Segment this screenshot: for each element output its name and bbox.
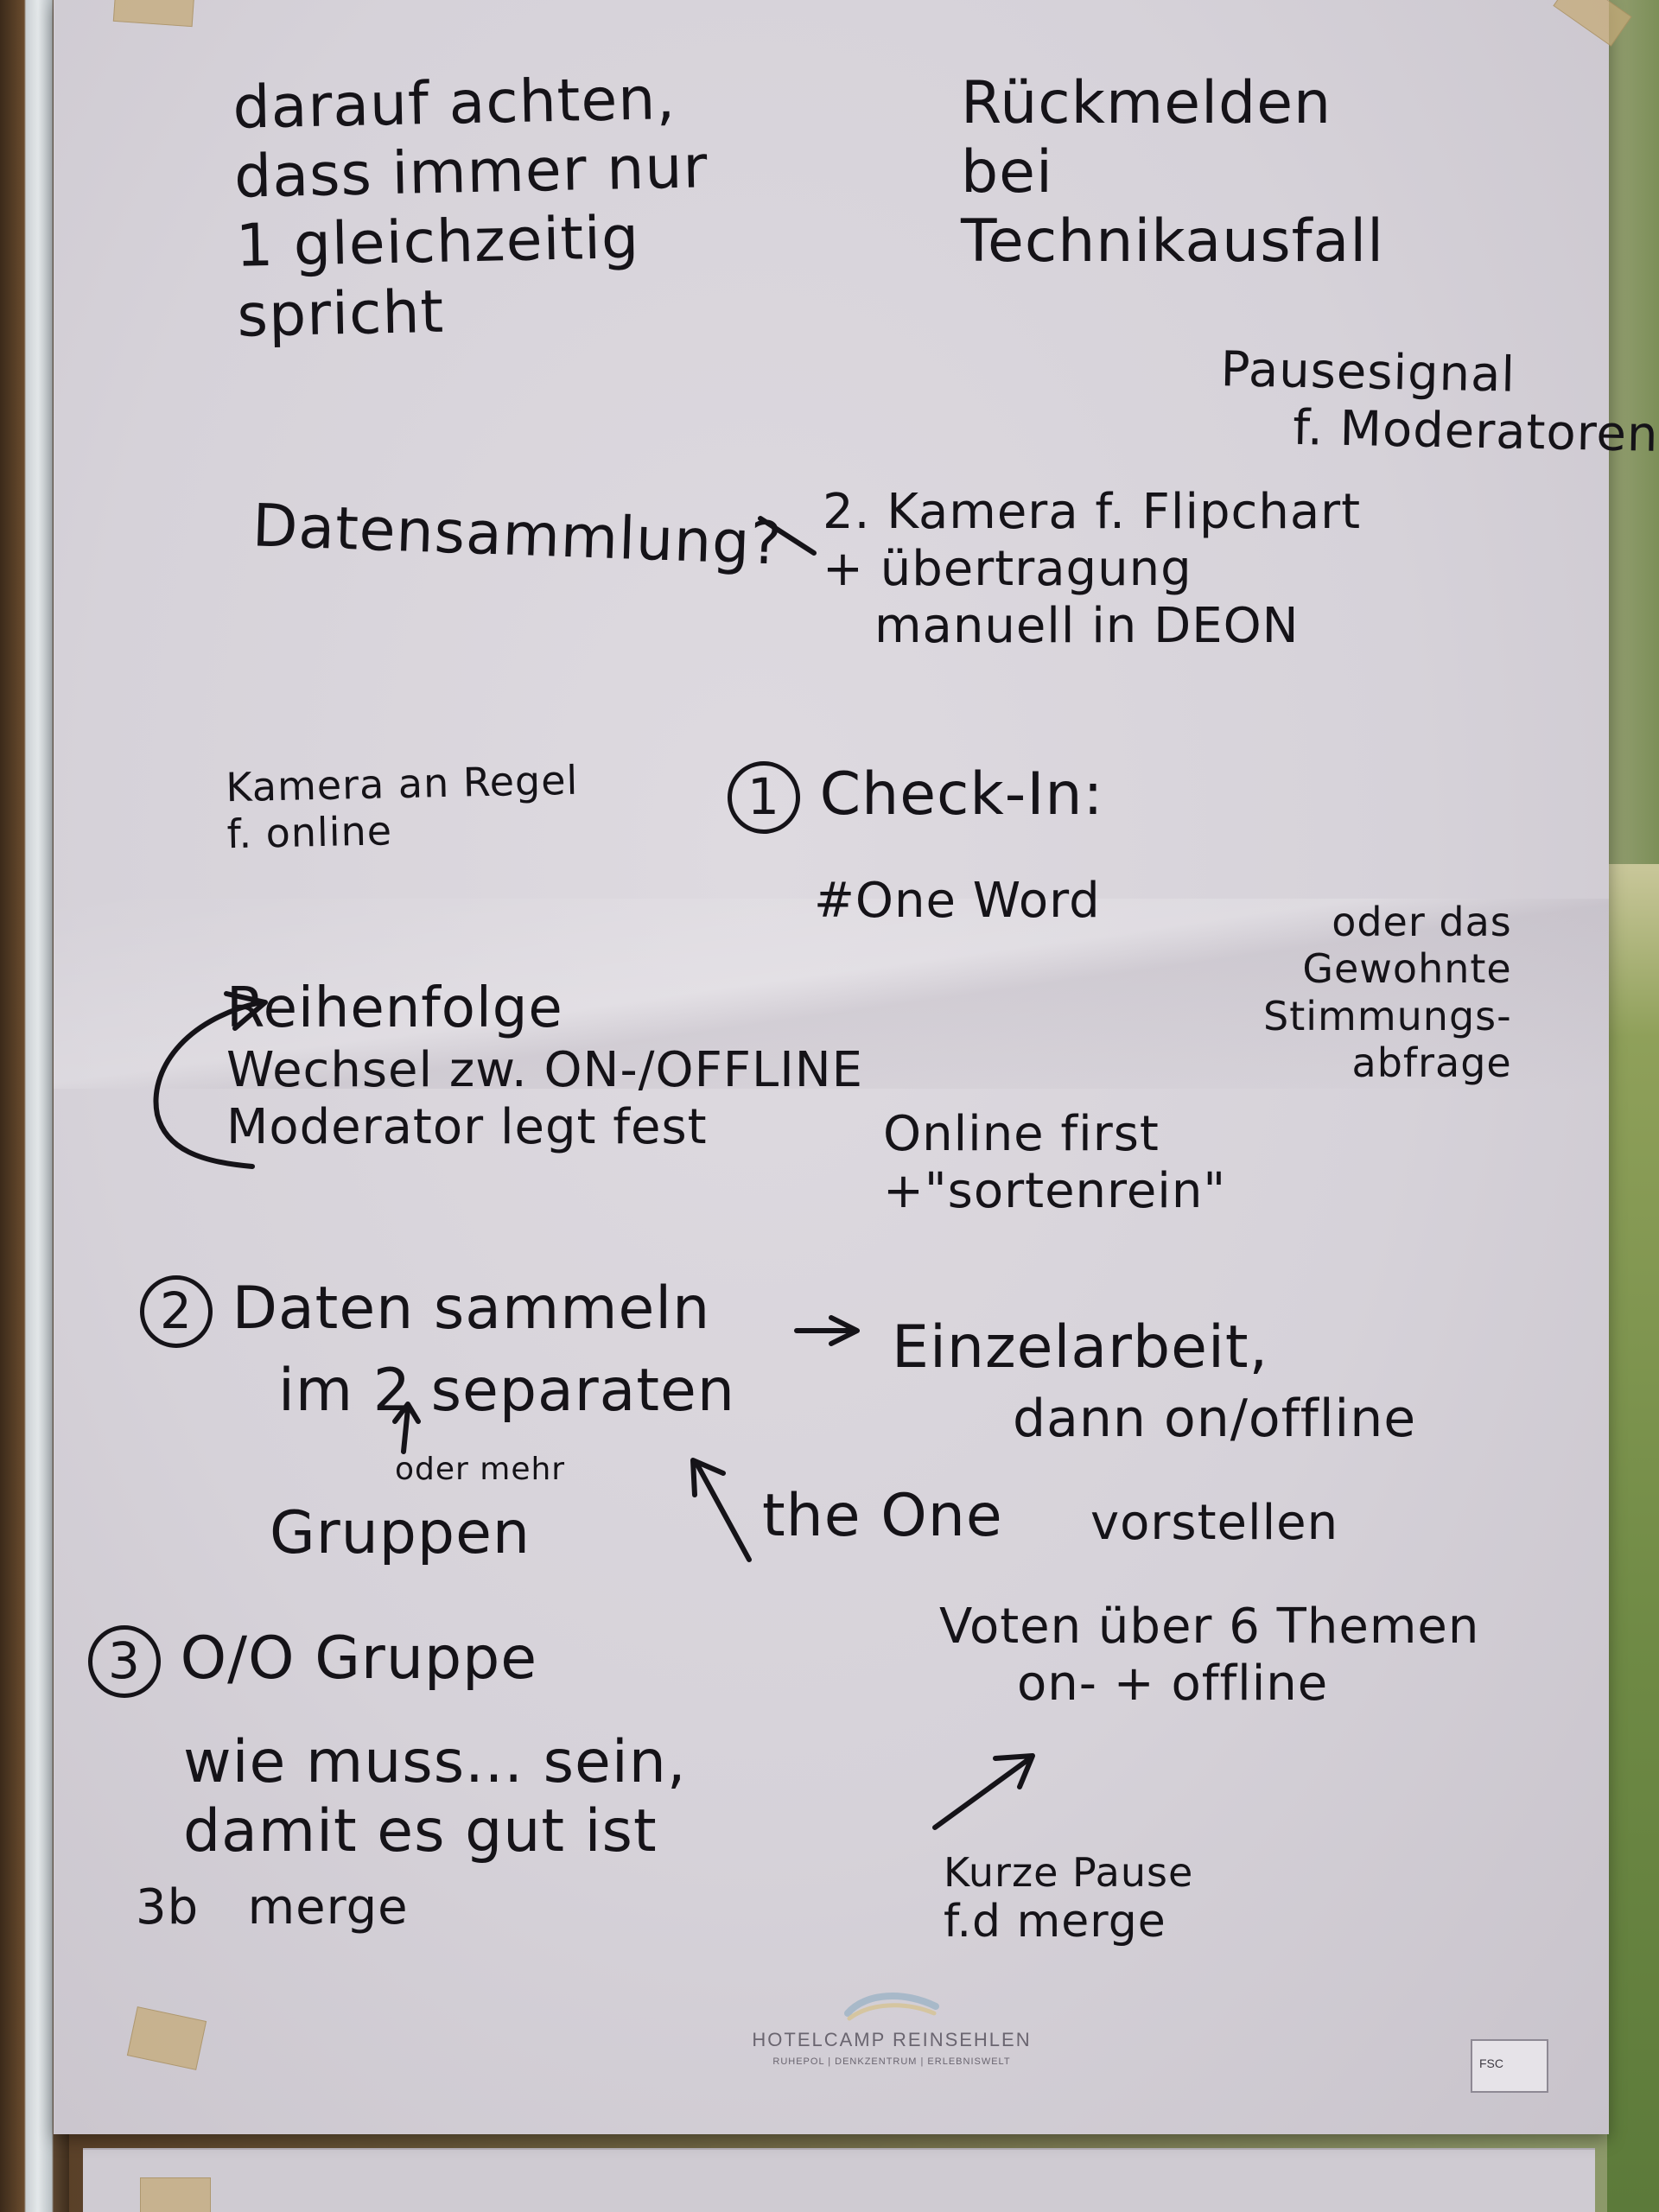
- note-line: + übertragung: [823, 541, 1192, 598]
- arrow-up-icon: [690, 1458, 752, 1562]
- note-line: Moderator legt fest: [226, 1098, 708, 1155]
- note-tech-failure: Rückmelden bei Technikausfall: [961, 69, 1384, 277]
- note-order: Reihenfolge Wechsel zw. ON-/OFFLINE Mode…: [226, 976, 863, 1156]
- note-line: damit es gut ist: [183, 1797, 658, 1866]
- note-line: Gewohnte: [1302, 945, 1512, 993]
- note-line: Kurze Pause: [944, 1849, 1194, 1896]
- note-line: f.d merge: [944, 1896, 1166, 1948]
- note-data-collection: Datensammlung?: [251, 492, 784, 580]
- note-line: +"sortenrein": [883, 1163, 1227, 1220]
- note-pause-signal: Pausesignal f. Moderatoren: [1219, 341, 1659, 464]
- note-line: #One Word: [814, 873, 1101, 929]
- note-camera-rule: Kamera an Regel f. online: [226, 757, 580, 858]
- next-flipchart-sheet: [83, 2148, 1595, 2212]
- note-line: Stimmungs-: [1263, 992, 1512, 1039]
- note-line: Reihenfolge: [226, 976, 563, 1040]
- note-short-break: Kurze Pause f.d merge: [944, 1849, 1193, 1949]
- fsc-text: FSC: [1479, 2056, 1503, 2070]
- note-individual-work: Einzelarbeit, dann on/offline: [892, 1313, 1416, 1452]
- note-oo-group: 3 O/O Gruppe: [88, 1624, 537, 1698]
- note-groups: Gruppen: [270, 1499, 531, 1568]
- note-line: Rückmelden: [961, 69, 1332, 137]
- note-how-must: wie muss... sein, damit es gut ist: [183, 1728, 686, 1866]
- note-line: dass immer nur: [233, 133, 709, 212]
- note-line: 2. Kamera f. Flipchart: [823, 484, 1362, 540]
- note-line: bei: [961, 138, 1053, 207]
- step-number-3: 3: [88, 1625, 161, 1698]
- note-second-camera: 2. Kamera f. Flipchart + übertragung man…: [823, 484, 1361, 655]
- note-line: f. Moderatoren: [1292, 399, 1659, 463]
- note-line: 3b merge: [136, 1879, 409, 1936]
- note-line: Daten sammeln: [232, 1274, 711, 1343]
- note-one-speaker: darauf achten, dass immer nur 1 gleichze…: [232, 64, 712, 351]
- hotel-logo: HOTELCAMP REINSEHLEN RUHEPOL | DENKZENTR…: [745, 1987, 1039, 2067]
- note-line: f. online: [226, 807, 393, 858]
- note-merge: 3b merge: [136, 1879, 409, 1936]
- note-the-one: the One: [762, 1482, 1003, 1551]
- note-line: im 2 separaten: [278, 1357, 735, 1425]
- note-one-word: #One Word: [814, 873, 1101, 930]
- check-in-title: Check-In:: [819, 760, 1104, 829]
- tape-top-right: [1553, 0, 1632, 47]
- note-line: Gruppen: [270, 1499, 531, 1567]
- note-separate-groups: im 2 separaten: [278, 1357, 735, 1426]
- flipchart-sheet: darauf achten, dass immer nur 1 gleichze…: [54, 0, 1659, 2212]
- logo-wave-icon: [844, 1993, 939, 2021]
- note-line: oder das: [1332, 899, 1512, 945]
- tape-bottom-left: [126, 2006, 207, 2070]
- note-line: Voten über 6 Themen: [939, 1599, 1480, 1655]
- note-line: O/O Gruppe: [180, 1624, 538, 1693]
- note-line: Wechsel zw. ON-/OFFLINE: [226, 1041, 863, 1098]
- note-line: dann on/offline: [1013, 1389, 1417, 1450]
- arrow-right-icon: [794, 1315, 860, 1346]
- note-line: on- + offline: [1017, 1656, 1329, 1713]
- note-line: Einzelarbeit,: [892, 1313, 1269, 1382]
- arrow-up-icon: [932, 1753, 1035, 1830]
- note-or-more: oder mehr: [395, 1452, 565, 1488]
- logo-tagline: RUHEPOL | DENKZENTRUM | ERLEBNISWELT: [772, 2056, 1011, 2067]
- note-line: 1 gleichzeitig: [235, 204, 640, 282]
- note-line: vorstellen: [1090, 1495, 1339, 1551]
- note-line: darauf achten,: [232, 65, 677, 143]
- note-present: vorstellen: [1090, 1495, 1338, 1552]
- note-line: abfrage: [1351, 1039, 1512, 1086]
- background-grass: [1607, 864, 1659, 2212]
- note-vote-topics: Voten über 6 Themen on- + offline: [939, 1599, 1479, 1713]
- step-number-2: 2: [140, 1275, 213, 1348]
- logo-name: HOTELCAMP REINSEHLEN: [752, 2029, 1032, 2050]
- note-check-in: 1 Check-In:: [728, 760, 1103, 834]
- step-number-1: 1: [728, 761, 800, 834]
- note-line: Pausesignal: [1220, 341, 1516, 404]
- note-collect-data: 2 Daten sammeln: [140, 1274, 710, 1348]
- note-line: Datensammlung?: [251, 492, 784, 579]
- note-check-in-alt: oder das Gewohnte Stimmungs- abfrage: [1177, 899, 1512, 1086]
- note-line: manuell in DEON: [874, 598, 1300, 655]
- note-line: spricht: [236, 277, 445, 351]
- fsc-label: FSC: [1471, 2039, 1548, 2093]
- note-online-first: Online first +"sortenrein": [883, 1106, 1226, 1220]
- note-line: Technikausfall: [961, 207, 1385, 276]
- note-line: wie muss... sein,: [183, 1728, 687, 1796]
- note-line: Kamera an Regel: [225, 756, 579, 811]
- tape-bottom-left-2: [140, 2177, 211, 2212]
- note-line: oder mehr: [395, 1452, 566, 1487]
- note-line: Online first: [883, 1106, 1160, 1162]
- tape-top-left: [112, 0, 195, 28]
- note-line: the One: [762, 1482, 1003, 1550]
